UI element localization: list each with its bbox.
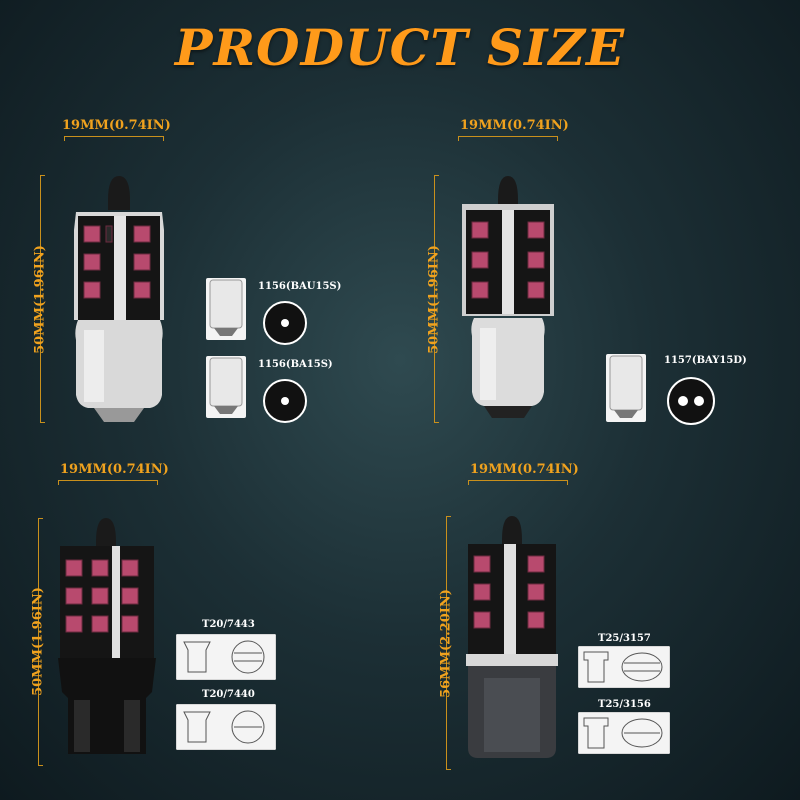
socket-label-bay15d: 1157(BAY15D) (664, 355, 747, 366)
socket-t20-7443-icon (176, 634, 276, 680)
socket-bau15s-side-icon (206, 278, 246, 340)
socket-label-t20-7440: T20/7440 (202, 689, 255, 700)
socket-t25-3157-icon (578, 646, 670, 688)
socket-bay15d-side-icon (606, 354, 646, 422)
bulb-1156-image (74, 176, 164, 422)
height-bracket-3 (38, 518, 43, 766)
socket-label-t25-3157: T25/3157 (598, 633, 651, 644)
width-label-3: 19MM(0.74IN) (60, 462, 169, 477)
socket-t25-3156-icon (578, 712, 670, 754)
height-label-2: 50MM(1.96IN) (426, 245, 442, 354)
bulb-1157-image (462, 176, 554, 418)
bulb-t25-image (466, 516, 558, 758)
height-label-4: 56MM(2.20IN) (438, 589, 454, 698)
page-title: PRODUCT SIZE (174, 18, 626, 77)
socket-bay15d-base-icon (667, 377, 715, 425)
socket-label-t25-3156: T25/3156 (598, 699, 651, 710)
socket-t20-7440-icon (176, 704, 276, 750)
height-bracket-4 (446, 516, 451, 770)
width-bracket-4 (468, 480, 568, 485)
height-bracket-1 (40, 175, 45, 423)
height-label-1: 50MM(1.96IN) (32, 245, 48, 354)
width-bracket-1 (64, 136, 164, 141)
width-label-4: 19MM(0.74IN) (470, 462, 579, 477)
width-bracket-2 (458, 136, 558, 141)
bulb-t20-image (58, 518, 156, 754)
socket-bau15s-base-icon (263, 301, 307, 345)
socket-label-ba15s: 1156(BA15S) (258, 359, 333, 370)
socket-label-bau15s: 1156(BAU15S) (258, 281, 342, 292)
height-label-3: 50MM(1.96IN) (30, 587, 46, 696)
width-label-2: 19MM(0.74IN) (460, 118, 569, 133)
socket-label-t20-7443: T20/7443 (202, 619, 255, 630)
height-bracket-2 (434, 175, 439, 423)
socket-ba15s-base-icon (263, 379, 307, 423)
socket-ba15s-side-icon (206, 356, 246, 418)
width-bracket-3 (58, 480, 158, 485)
width-label-1: 19MM(0.74IN) (62, 118, 171, 133)
